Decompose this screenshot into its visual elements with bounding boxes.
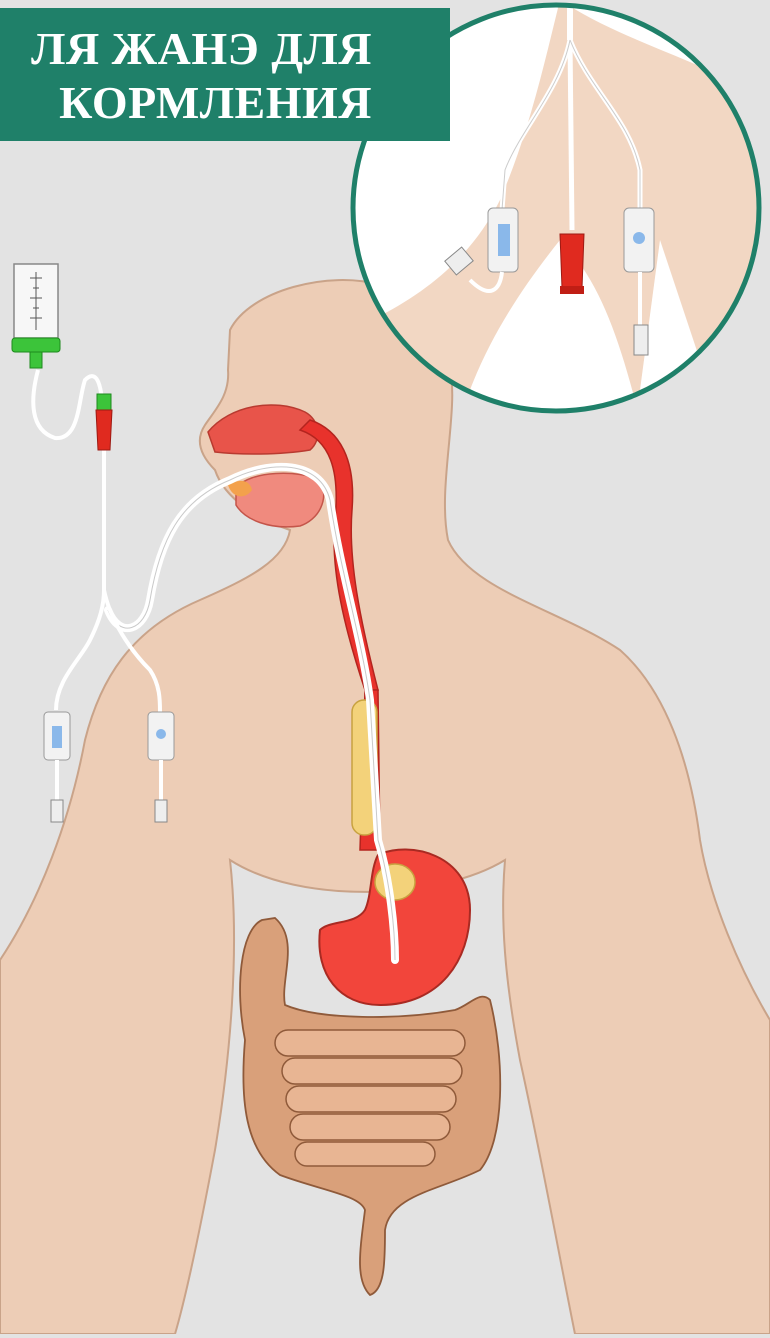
lumen-clamp-left (44, 712, 70, 822)
green-cap-connector (12, 338, 60, 352)
green-port (97, 394, 111, 410)
tongue (236, 473, 324, 527)
red-connector (96, 410, 112, 450)
title-banner: ЛЯ ЖАНЭ ДЛЯ КОРМЛЕНИЯ (0, 8, 450, 141)
inset-red-connector (560, 234, 584, 288)
title-line-2: КОРМЛЕНИЯ (59, 78, 372, 128)
title-line-1: ЛЯ ЖАНЭ ДЛЯ (31, 24, 372, 74)
gastric-balloon (375, 864, 415, 900)
